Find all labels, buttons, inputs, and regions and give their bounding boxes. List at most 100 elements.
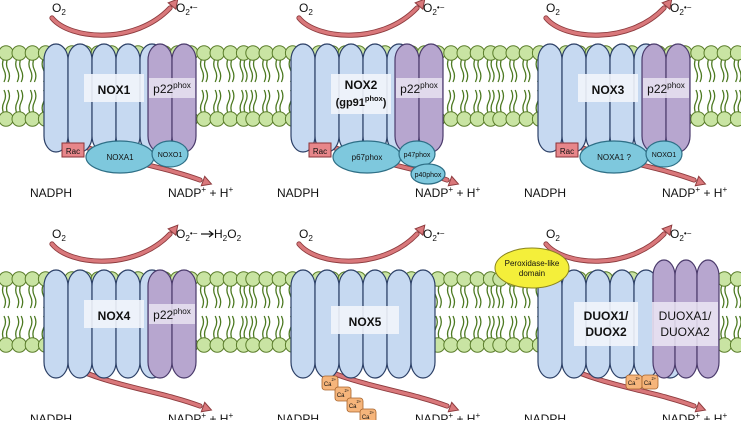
lipid-tail — [487, 284, 490, 308]
enzyme-label-part: NOX5 — [349, 315, 382, 329]
lipid-tail — [33, 90, 36, 114]
nadp-label-part: + H — [206, 412, 228, 420]
o2-label: O2 — [299, 227, 313, 243]
o2-label-part: 2 — [308, 234, 313, 243]
nadp-label: NADP+ + H+ — [415, 185, 480, 200]
lipid-tail — [461, 58, 464, 82]
o2-label: O2 — [546, 227, 560, 243]
lipid-tail — [218, 58, 221, 82]
lipid-tail — [514, 316, 517, 340]
lipid-head — [197, 112, 211, 126]
lipid-tail — [267, 90, 270, 114]
enzyme-label-line2-part: DUOX2 — [585, 325, 627, 339]
lipid-head — [25, 112, 39, 126]
nadp-label-part: NADP — [662, 412, 695, 420]
lipid-head — [259, 112, 273, 126]
lipid-tail — [448, 284, 451, 308]
lipid-tail — [214, 316, 217, 340]
lipid-tail — [510, 316, 513, 340]
lipid-head — [444, 46, 458, 60]
p40phox-label: p40phox — [415, 172, 442, 179]
o2-label: O2 — [299, 1, 313, 17]
superoxide-label-part: •− — [437, 229, 445, 238]
lipid-tail — [20, 316, 23, 340]
lipid-tail — [254, 58, 257, 82]
lipid-tail — [267, 284, 270, 308]
lipid-tail — [491, 284, 494, 308]
calcium-label-part: Ca — [337, 393, 345, 399]
lipid-tail — [734, 284, 737, 308]
nadp-label: NADP+ + H+ — [168, 411, 233, 420]
p22phox-label-part: p22 — [153, 82, 173, 96]
lipid-tail — [280, 316, 283, 340]
lipid-tail — [438, 316, 441, 340]
lipid-head — [223, 112, 237, 126]
lipid-head — [493, 112, 507, 126]
lipid-tail — [227, 316, 230, 340]
lipid-head — [506, 112, 520, 126]
lipid-tail — [276, 90, 279, 114]
lipid-tail — [254, 90, 257, 114]
lipid-tail — [276, 58, 279, 82]
lipid-head — [197, 46, 211, 60]
enzyme-label: DUOX1/ — [584, 309, 629, 323]
lipid-tail — [240, 58, 243, 82]
lipid-head — [457, 272, 471, 286]
duoxa-label-line2-part: DUOXA2 — [660, 325, 710, 339]
lipid-head — [0, 338, 13, 352]
nadph-label-part: NADPH — [277, 186, 319, 200]
lipid-tail — [280, 58, 283, 82]
lipid-head — [25, 338, 39, 352]
lipid-tail — [20, 90, 23, 114]
lipid-tail — [465, 284, 468, 308]
lipid-tail — [244, 316, 247, 340]
calcium-label-part: Ca — [628, 381, 636, 387]
p22phox-label-part: p22 — [647, 82, 667, 96]
lipid-tail — [33, 284, 36, 308]
lipid-tail — [267, 316, 270, 340]
lipid-tail — [452, 316, 455, 340]
o2-label-part: O — [52, 1, 61, 15]
lipid-tail — [438, 284, 441, 308]
organizer-small-label: NOXO1 — [158, 152, 183, 159]
lipid-tail — [263, 284, 266, 308]
nadph-label: NADPH — [277, 412, 319, 420]
lipid-tail — [725, 284, 728, 308]
lipid-head — [717, 112, 731, 126]
enzyme-label: NOX3 — [592, 83, 625, 97]
nadph-label: NADPH — [524, 186, 566, 200]
organizer-large-label-part: NOXA1 ? — [597, 153, 631, 162]
enzyme-label-line2: DUOX2 — [585, 325, 627, 339]
o2-label-part: 2 — [555, 234, 560, 243]
lipid-tail — [280, 284, 283, 308]
organizer-large-label: p67phox — [352, 153, 383, 162]
lipid-tail — [461, 316, 464, 340]
o2-label: O2 — [52, 1, 66, 17]
tm-helix-nox — [291, 270, 315, 378]
lipid-head — [730, 46, 741, 60]
calcium-label-part: Ca — [324, 382, 332, 388]
lipid-head — [457, 112, 471, 126]
lipid-tail — [712, 58, 715, 82]
lipid-tail — [448, 316, 451, 340]
lipid-tail — [461, 284, 464, 308]
lipid-tail — [721, 58, 724, 82]
nadph-label: NADPH — [277, 186, 319, 200]
lipid-tail — [721, 316, 724, 340]
lipid-tail — [205, 90, 208, 114]
nadp-label: NADP+ + H+ — [662, 411, 727, 420]
nadp-label-part: + — [228, 411, 233, 420]
lipid-tail — [708, 58, 711, 82]
lipid-tail — [523, 316, 526, 340]
lipid-head — [210, 112, 224, 126]
enzyme-label-part: NOX2 — [345, 78, 378, 92]
rac-label-part: Rac — [313, 147, 327, 156]
lipid-head — [272, 338, 286, 352]
lipid-tail — [218, 284, 221, 308]
tm-helix-nox — [44, 44, 68, 152]
p22phox-label-part: phox — [173, 81, 191, 90]
o2-label-part: O — [299, 227, 308, 241]
lipid-tail — [3, 58, 6, 82]
nadp-label: NADP+ + H+ — [415, 411, 480, 420]
